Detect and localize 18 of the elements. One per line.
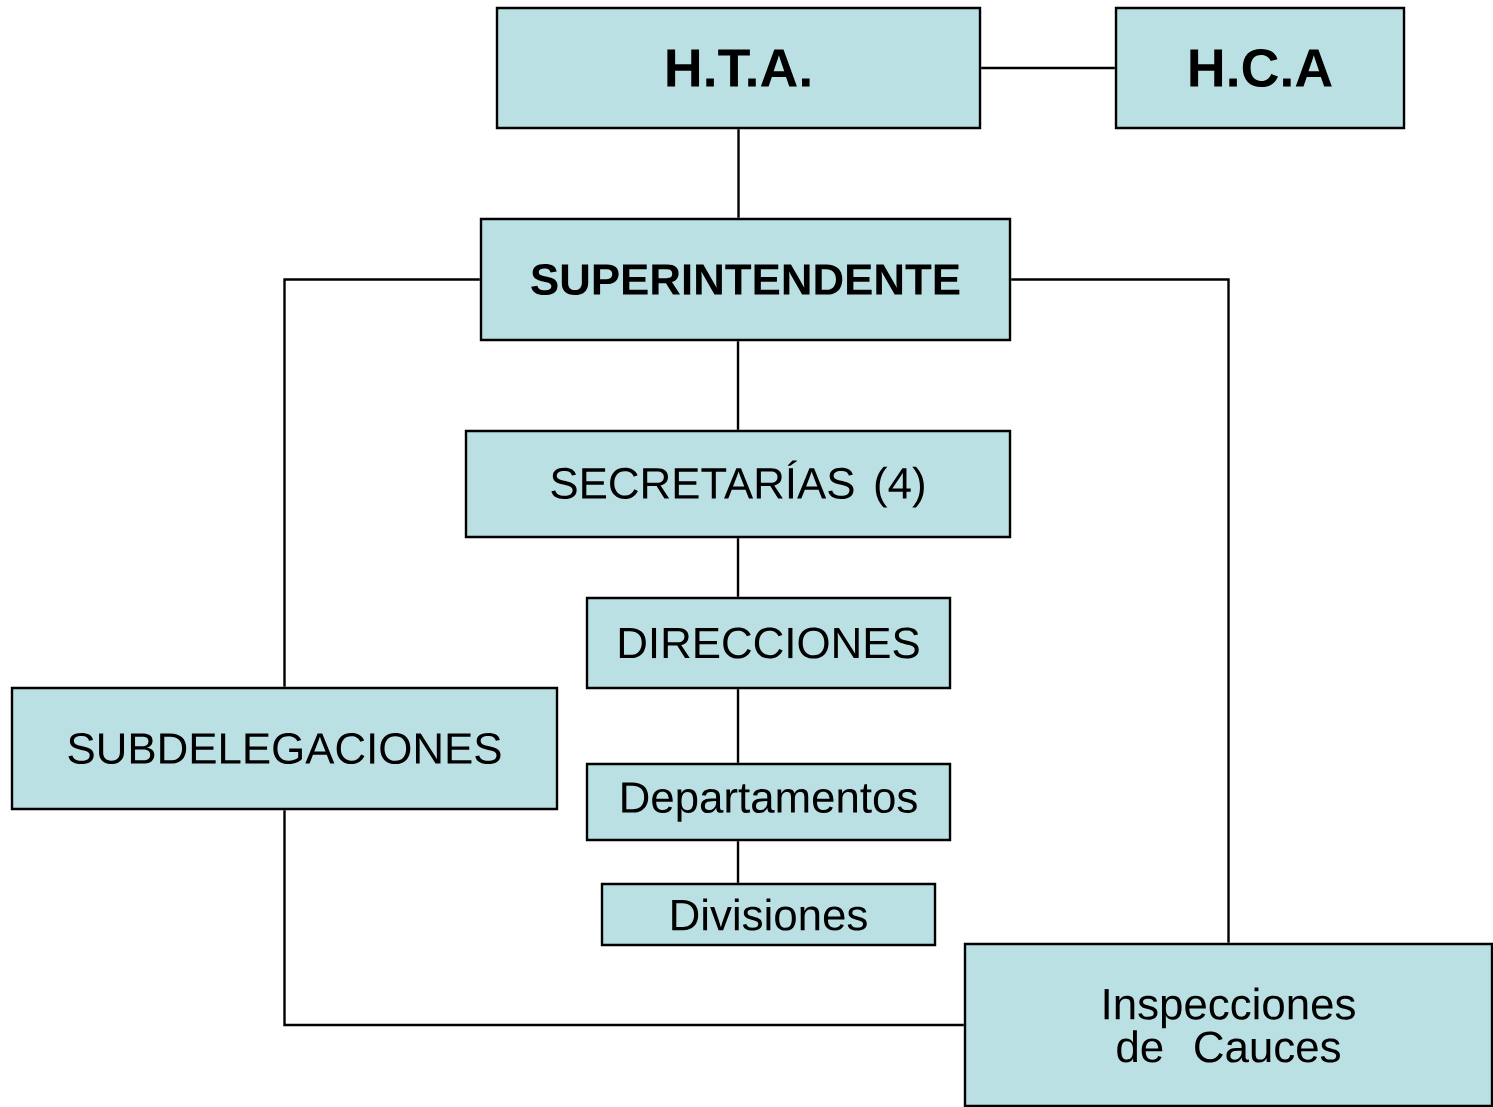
org-box: Divisiones: [600, 882, 937, 947]
connector-line: [981, 66, 1115, 70]
connector-line: [283, 278, 480, 687]
org-box: H.C.A: [1114, 6, 1406, 130]
org-box: SUPERINTENDENTE: [479, 217, 1012, 342]
org-box: H.T.A.: [495, 6, 982, 130]
connector-line: [736, 538, 740, 597]
connector-line: [1011, 278, 1230, 943]
connector-line: [283, 810, 964, 1027]
org-box: Departamentos: [585, 762, 952, 842]
org-box: DIRECCIONES: [585, 596, 952, 690]
connector-line: [736, 689, 740, 763]
org-box: Inspecciones de Cauces: [963, 942, 1493, 1107]
connector-line: [737, 129, 740, 218]
org-box: SECRETARÍAS (4): [464, 429, 1012, 539]
connector-line: [736, 841, 740, 883]
org-box: SUBDELEGACIONES: [10, 686, 559, 811]
connector-line: [736, 341, 740, 430]
